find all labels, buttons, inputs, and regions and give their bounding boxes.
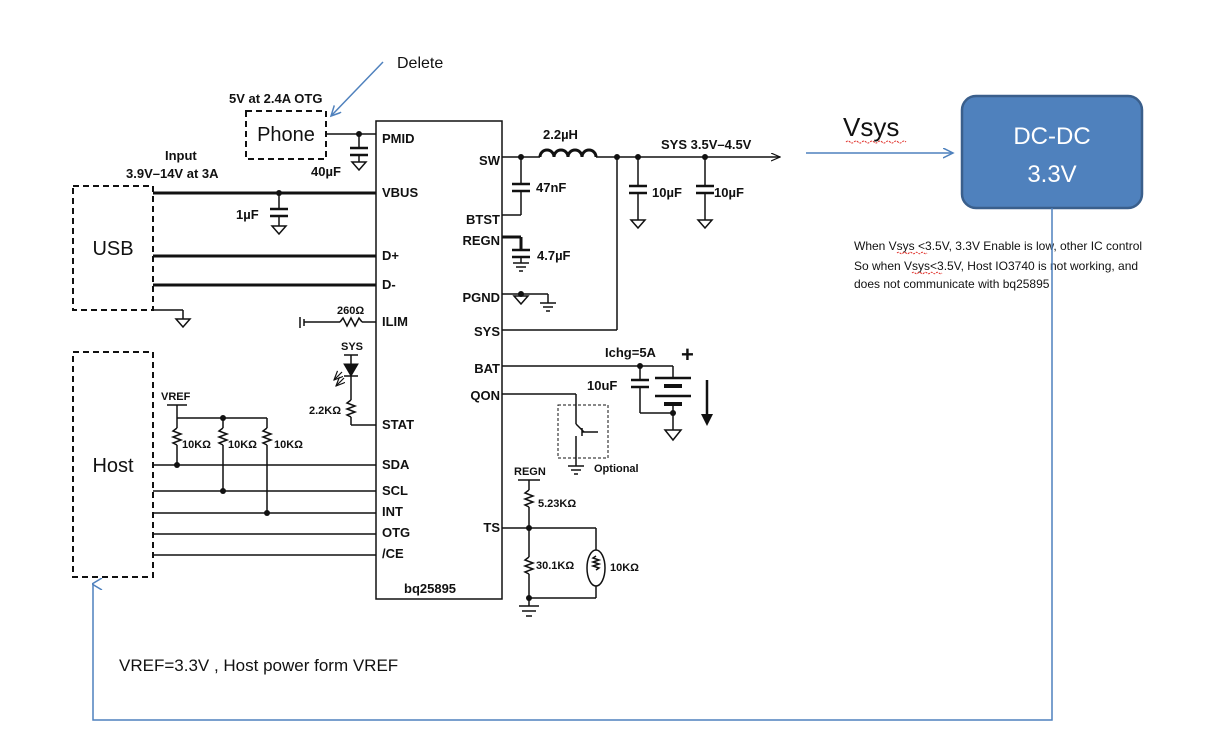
side-note-line-2: So when Vsys<3.5V, Host IO3740 is not wo… [854, 259, 1138, 273]
pin-pgnd: PGND [462, 290, 500, 305]
usb-label: USB [92, 238, 133, 260]
pin-otg: OTG [382, 525, 410, 540]
side-note-line-3: does not communicate with bq25895 [854, 277, 1050, 291]
pin-ts: TS [483, 520, 500, 535]
regn-cap-label: 4.7µF [537, 248, 571, 263]
sys-cap1-label: 10µF [652, 185, 682, 200]
sys-led-label: SYS [341, 341, 363, 353]
regn-ts-label: REGN [514, 466, 546, 478]
pin-pmid: PMID [382, 131, 415, 146]
dcdc-label-1: DC-DC [1013, 123, 1090, 150]
pin-qon: QON [470, 388, 500, 403]
ichg-label: Ichg=5A [605, 345, 657, 360]
sys-out-label: SYS 3.5V–4.5V [661, 137, 752, 152]
pullup-scl-label: 10KΩ [228, 439, 257, 451]
pin-sda: SDA [382, 457, 410, 472]
vsys-label: Vsys [843, 112, 899, 142]
dcdc-block [960, 94, 1144, 210]
host-label: Host [92, 455, 134, 477]
phone-label: Phone [257, 124, 315, 146]
vbus-cap-label: 1µF [236, 207, 259, 222]
delete-annotation: Delete [397, 55, 443, 72]
delete-arrow [331, 61, 384, 116]
pin-vbus: VBUS [382, 185, 418, 200]
battery-plus: + [681, 342, 694, 367]
vref-note: VREF=3.3V , Host power form VREF [119, 656, 398, 675]
input-label-2: 3.9V–14V at 3A [126, 166, 219, 181]
chip-name: bq25895 [404, 581, 456, 596]
ilim-res-label: 260Ω [337, 305, 364, 317]
pin-scl: SCL [382, 483, 408, 498]
vref-feedback-arrow [93, 208, 1053, 721]
inductor-label: 2.2µH [543, 127, 578, 142]
sys-cap2-label: 10µF [714, 185, 744, 200]
otg-label: 5V at 2.4A OTG [229, 91, 322, 106]
pin-ce: /CE [382, 546, 404, 561]
input-label-1: Input [165, 148, 197, 163]
pin-sw: SW [479, 153, 501, 168]
pullup-sda-label: 10KΩ [182, 439, 211, 451]
ts-r2-label: 30.1KΩ [536, 560, 574, 572]
pin-ilim: ILIM [382, 314, 408, 329]
vref-label: VREF [161, 391, 191, 403]
ts-r1-label: 5.23KΩ [538, 498, 576, 510]
pin-regn: REGN [462, 233, 500, 248]
pullup-int-label: 10KΩ [274, 439, 303, 451]
pin-dplus: D+ [382, 248, 399, 263]
side-note-line-1: When Vsys <3.5V, 3.3V Enable is low, oth… [854, 239, 1142, 253]
pin-btst: BTST [466, 212, 500, 227]
stat-res-label: 2.2KΩ [309, 405, 341, 417]
ntc-label: 10KΩ [610, 562, 639, 574]
optional-label: Optional [594, 463, 639, 475]
dcdc-label-2: 3.3V [1027, 161, 1076, 188]
usb-block [72, 185, 154, 311]
pin-bat: BAT [474, 361, 500, 376]
pmid-cap-label: 40µF [311, 164, 341, 179]
btst-cap-label: 47nF [536, 180, 566, 195]
phone-block [245, 110, 327, 160]
pin-int: INT [382, 504, 403, 519]
pin-stat: STAT [382, 417, 414, 432]
pin-dminus: D- [382, 277, 396, 292]
bat-cap-label: 10uF [587, 378, 617, 393]
pin-sys: SYS [474, 324, 500, 339]
bq25895-chip [375, 120, 503, 600]
